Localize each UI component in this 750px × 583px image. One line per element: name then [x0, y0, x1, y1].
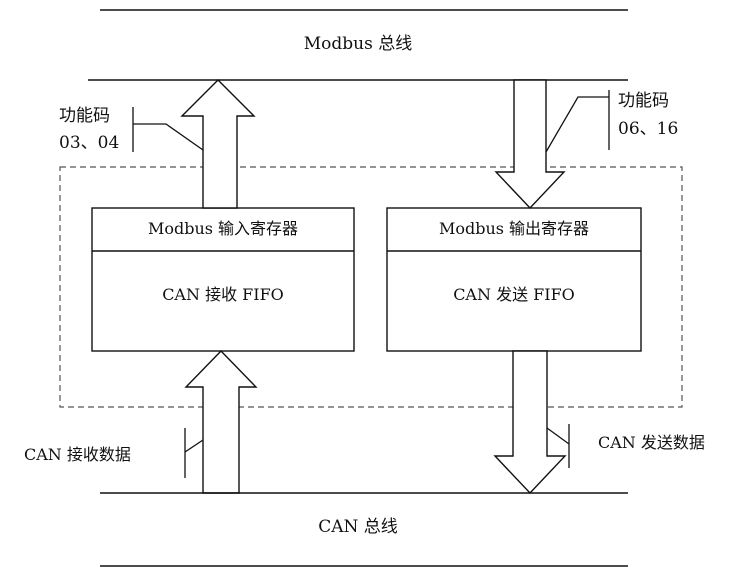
download-arrow-can: [493, 350, 567, 495]
left-function-code-values: 03、04: [59, 133, 119, 153]
modbus-bus-label: Modbus 总线: [304, 34, 412, 54]
right-block-header: Modbus 输出寄存器: [439, 219, 589, 238]
left-register-block: [91, 207, 355, 352]
can-receive-data-label: CAN 接收数据: [24, 445, 131, 464]
can-receive-data-pointer: [184, 439, 204, 453]
left-function-code-title: 功能码: [59, 106, 110, 126]
right-function-code-values: 06、16: [618, 119, 678, 139]
can-bus-label: CAN 总线: [318, 517, 398, 537]
can-send-data-label: CAN 发送数据: [598, 433, 705, 452]
right-function-code-title: 功能码: [618, 91, 669, 111]
left-block-body: CAN 接收 FIFO: [162, 285, 284, 304]
right-block-body: CAN 发送 FIFO: [453, 285, 575, 304]
upload-arrow-can: [184, 349, 258, 494]
right-function-code-pointer: [545, 96, 609, 153]
right-register-block: [386, 207, 642, 352]
upload-arrow-modbus: [180, 79, 256, 209]
left-block-header: Modbus 输入寄存器: [148, 219, 298, 238]
left-function-code-pointer: [133, 123, 204, 151]
download-arrow-modbus: [494, 79, 566, 210]
gateway-boundary: [59, 166, 683, 408]
can-send-data-pointer: [546, 427, 570, 445]
